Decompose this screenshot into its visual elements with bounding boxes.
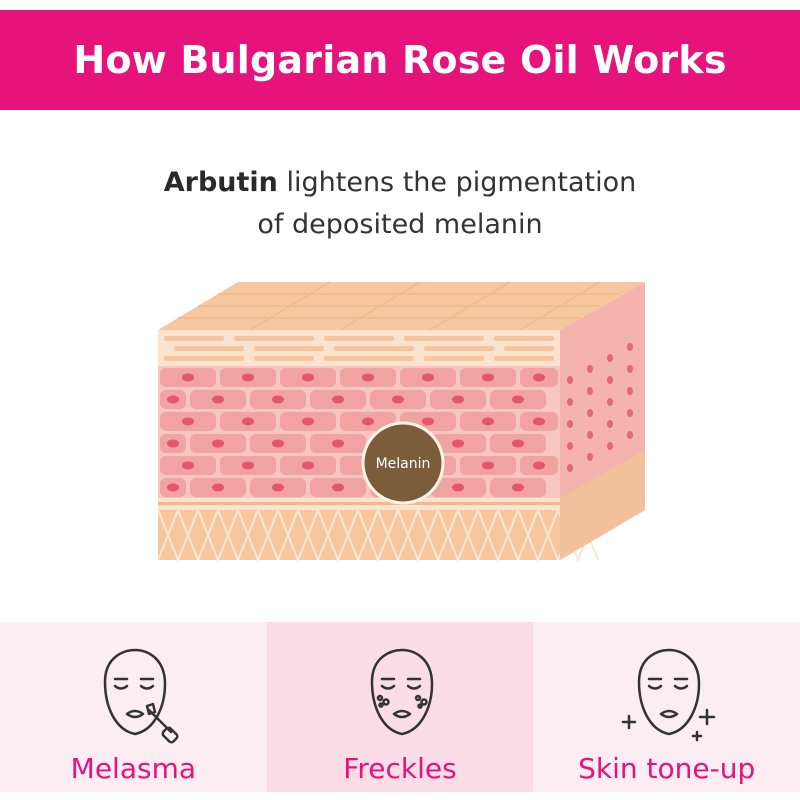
cell-nucleus — [512, 483, 524, 492]
subtitle: Arbutin lightens the pigmentation of dep… — [0, 162, 800, 246]
condition-skin-tone-up: Skin tone-up — [533, 622, 800, 792]
cell-nucleus — [512, 395, 524, 404]
skin-dermis-layer — [158, 510, 560, 560]
condition-label: Melasma — [70, 752, 196, 785]
cell-nucleus — [212, 395, 224, 404]
cell-nucleus — [242, 461, 254, 470]
side-cell-nucleus — [567, 376, 573, 384]
side-cell-nucleus — [607, 442, 613, 450]
subtitle-line-1-rest: lightens the pigmentation — [277, 167, 637, 198]
cell-nucleus — [533, 373, 545, 382]
cell-nucleus — [392, 395, 404, 404]
side-cell-nucleus — [587, 409, 593, 417]
cell-nucleus — [167, 483, 179, 492]
condition-freckles: Freckles — [266, 622, 534, 792]
side-cell-nucleus — [607, 420, 613, 428]
side-cell-nucleus — [567, 442, 573, 450]
cell-nucleus — [212, 439, 224, 448]
cell-nucleus — [182, 373, 194, 382]
cell-nucleus — [182, 417, 194, 426]
skin-layers-diagram: Melanin — [157, 281, 645, 563]
top-surface-grid — [178, 281, 620, 331]
cell-nucleus — [362, 373, 374, 382]
cell-nucleus — [422, 417, 434, 426]
side-cell-nucleus — [607, 398, 613, 406]
cell-nucleus — [242, 373, 254, 382]
condition-label: Skin tone-up — [578, 752, 756, 785]
conditions-row: Melasma Freckles Skin tone-up — [0, 622, 800, 792]
cell-nucleus — [167, 439, 179, 448]
condition-label: Freckles — [343, 752, 457, 785]
side-cell-nucleus — [627, 343, 633, 351]
face-dropper-icon — [104, 648, 179, 744]
side-cell-nucleus — [567, 420, 573, 428]
cell-nucleus — [482, 417, 494, 426]
cell-nucleus — [272, 439, 284, 448]
skin-cell-layer — [158, 366, 560, 498]
cell-nucleus — [167, 395, 179, 404]
cell-nucleus — [272, 483, 284, 492]
cell-nucleus — [272, 395, 284, 404]
side-cell-nucleus — [607, 376, 613, 384]
face-freckles-icon — [370, 648, 434, 736]
side-cell-nucleus — [587, 453, 593, 461]
melanin-label: Melanin — [376, 456, 431, 472]
cell-nucleus — [332, 395, 344, 404]
melanin-granule — [361, 421, 445, 505]
cell-nucleus — [452, 395, 464, 404]
cell-nucleus — [512, 439, 524, 448]
side-cell-nucleus — [607, 354, 613, 362]
side-cell-nucleus — [567, 398, 573, 406]
cell-nucleus — [242, 417, 254, 426]
subtitle-bold: Arbutin — [163, 167, 278, 198]
cell-nucleus — [533, 461, 545, 470]
cell-nucleus — [482, 373, 494, 382]
cell-nucleus — [182, 461, 194, 470]
subtitle-line-2: of deposited melanin — [257, 209, 543, 240]
cell-nucleus — [332, 483, 344, 492]
page-title: How Bulgarian Rose Oil Works — [73, 38, 727, 82]
cell-nucleus — [332, 439, 344, 448]
cell-nucleus — [302, 373, 314, 382]
cell-nucleus — [212, 483, 224, 492]
header-banner: How Bulgarian Rose Oil Works — [0, 10, 800, 110]
side-cell-nucleus — [627, 387, 633, 395]
cell-nucleus — [302, 417, 314, 426]
side-cell-nucleus — [587, 365, 593, 373]
side-cell-nucleus — [627, 431, 633, 439]
cell-nucleus — [422, 373, 434, 382]
cell-nucleus — [362, 417, 374, 426]
side-cell-nucleus — [627, 409, 633, 417]
side-cell-nucleus — [567, 464, 573, 472]
side-cell-nucleus — [587, 431, 593, 439]
side-cell-nucleus — [627, 365, 633, 373]
face-sparkle-icon — [621, 648, 715, 742]
subtitle-line-1: Arbutin lightens the pigmentation — [0, 162, 800, 204]
cell-nucleus — [482, 461, 494, 470]
cell-nucleus — [302, 461, 314, 470]
cell-nucleus — [452, 439, 464, 448]
side-cell-nucleus — [587, 387, 593, 395]
condition-melasma: Melasma — [0, 622, 267, 792]
cell-nucleus — [533, 417, 545, 426]
cell-nucleus — [452, 483, 464, 492]
